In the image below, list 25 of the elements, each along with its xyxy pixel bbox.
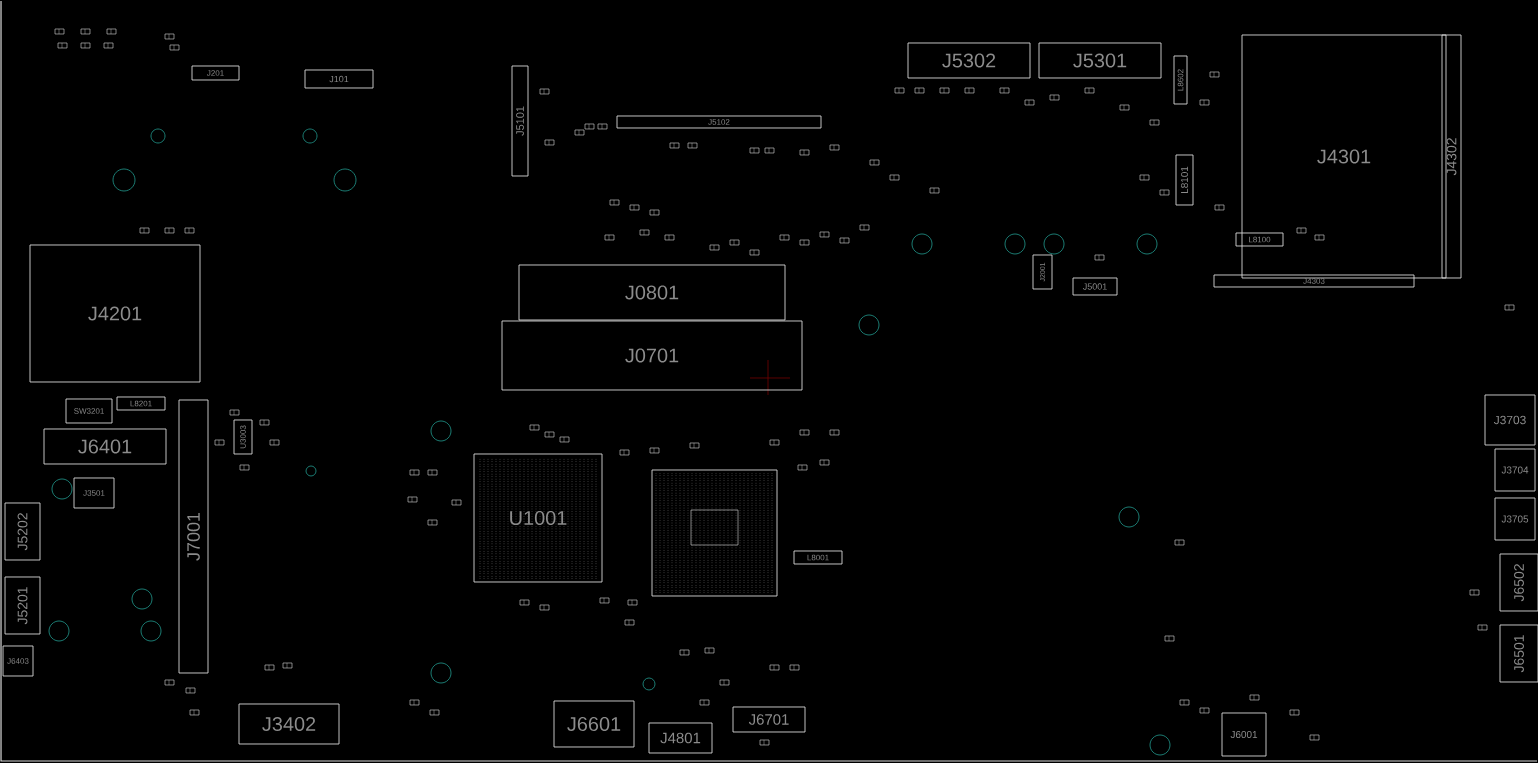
component-outline: J3704: [1494, 448, 1536, 492]
component-outline: J5201: [4, 576, 41, 635]
component-outline: J5101: [511, 65, 529, 177]
component-outline: J0701: [501, 320, 803, 391]
component-outline: J4801: [648, 722, 713, 754]
component-outline: J6701: [732, 706, 806, 733]
component-outline: J6401: [43, 428, 167, 465]
component-outline: J6502: [1499, 553, 1538, 612]
component-outline: J3705: [1494, 497, 1536, 541]
component-outline: J5301: [1038, 42, 1162, 79]
component-outline: J0801: [518, 264, 786, 321]
bga-footprint: U1001: [473, 453, 603, 583]
component-outline: J3402: [238, 703, 340, 745]
component-outline: J6001: [1221, 712, 1267, 757]
component-outline: J6601: [553, 700, 635, 748]
component-outline: J3703: [1484, 394, 1536, 446]
component-outline: J6501: [1499, 624, 1538, 683]
component-outline: J5302: [907, 42, 1031, 79]
component-outline: L8101: [1175, 154, 1194, 206]
component-outline: J4302: [1441, 34, 1462, 279]
component-outline: J4201: [29, 244, 201, 383]
component-outline: J5001: [1072, 277, 1118, 296]
component-outline: J5202: [4, 502, 41, 561]
component-outline: J7001: [178, 399, 209, 674]
component-outline: J101: [304, 69, 374, 89]
